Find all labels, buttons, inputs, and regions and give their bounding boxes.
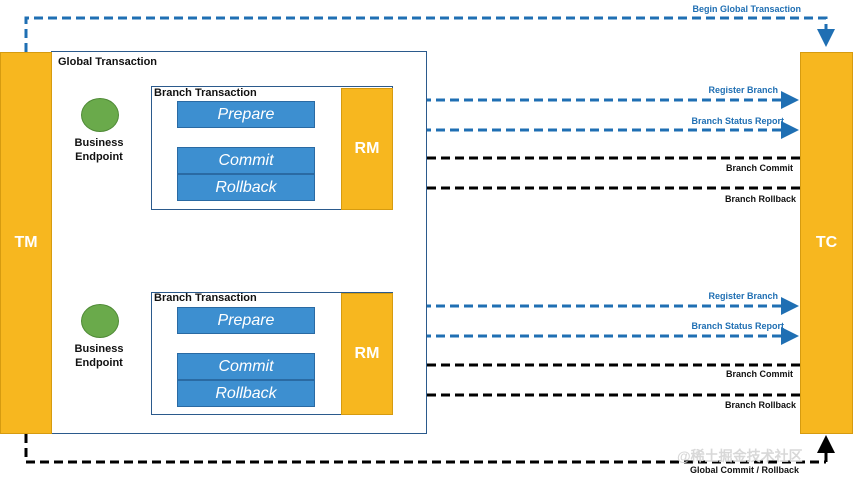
business-endpoint-label-1: Business Endpoint [66,136,132,164]
branch-status-label-2: Branch Status Report [691,321,784,331]
begin-global-transaction-label: Begin Global Transaction [692,4,801,14]
rollback-label-2: Rollback [215,384,277,402]
commit-step-1: Commit [177,147,315,174]
branch-rollback-label-2: Branch Rollback [724,400,796,410]
rm-participant-2: RM [341,293,393,415]
commit-label-1: Commit [218,151,274,169]
register-branch-label-1: Register Branch [708,85,778,95]
register-branch-label-2: Register Branch [708,291,778,301]
begin-global-arrow [24,16,835,52]
business-endpoint-label-2: Business Endpoint [66,342,132,370]
rollback-step-2: Rollback [177,380,315,407]
branch-commit-label-2: Branch Commit [725,369,793,379]
prepare-step-2: Prepare [177,307,315,334]
prepare-label-2: Prepare [217,311,275,329]
business-endpoint-icon-1 [81,98,119,132]
endpoint-line-2a: Business [74,343,124,355]
tm-participant: TM [0,52,52,434]
endpoint-line-1a: Business [74,137,124,149]
rm-participant-1: RM [341,88,393,210]
prepare-label-1: Prepare [217,105,275,123]
business-endpoint-icon-2 [81,304,119,338]
branch-rollback-label-1: Branch Rollback [724,194,796,204]
prepare-step-1: Prepare [177,101,315,128]
tc-participant: TC [800,52,853,434]
rm-label-1: RM [354,140,380,157]
branch-status-label-1: Branch Status Report [691,116,784,126]
rollback-label-1: Rollback [215,178,277,196]
global-commit-rollback-label: Global Commit / Rollback [689,465,799,475]
branch-transaction-title-1: Branch Transaction [154,87,257,99]
global-transaction-title: Global Transaction [58,56,158,68]
watermark: @稀土掘金技术社区 [677,448,803,464]
endpoint-line-1b: Endpoint [75,151,123,163]
branch-transaction-title-2: Branch Transaction [154,292,257,304]
commit-label-2: Commit [218,357,274,375]
commit-step-2: Commit [177,353,315,380]
branch-commit-label-1: Branch Commit [725,163,793,173]
tm-label: TM [14,234,38,251]
tc-label: TC [815,234,838,251]
rollback-step-1: Rollback [177,174,315,201]
endpoint-line-2b: Endpoint [75,357,123,369]
rm-label-2: RM [354,345,380,362]
